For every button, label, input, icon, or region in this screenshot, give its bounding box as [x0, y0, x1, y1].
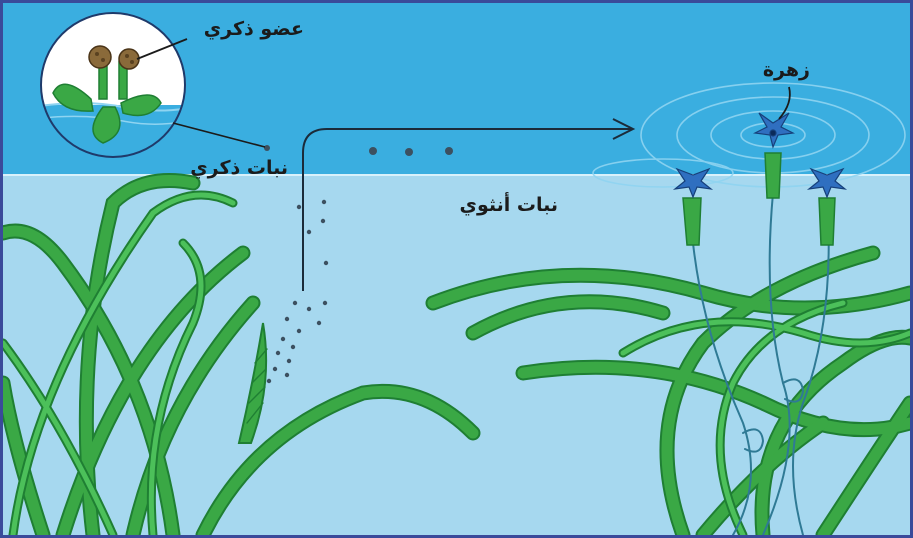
pollen-dot-icon [445, 147, 453, 155]
label-female-plant: نبات أنثوي [460, 196, 558, 215]
label-male-organ: عضو ذكري [204, 20, 304, 39]
pollen-dot-icon [369, 147, 377, 155]
label-flower: زهرة [763, 61, 810, 80]
pollen-dot-icon [264, 145, 270, 151]
label-male-plant: نبات ذكري [190, 159, 288, 178]
pollen-dot-icon [405, 148, 413, 156]
illustration [3, 3, 910, 535]
